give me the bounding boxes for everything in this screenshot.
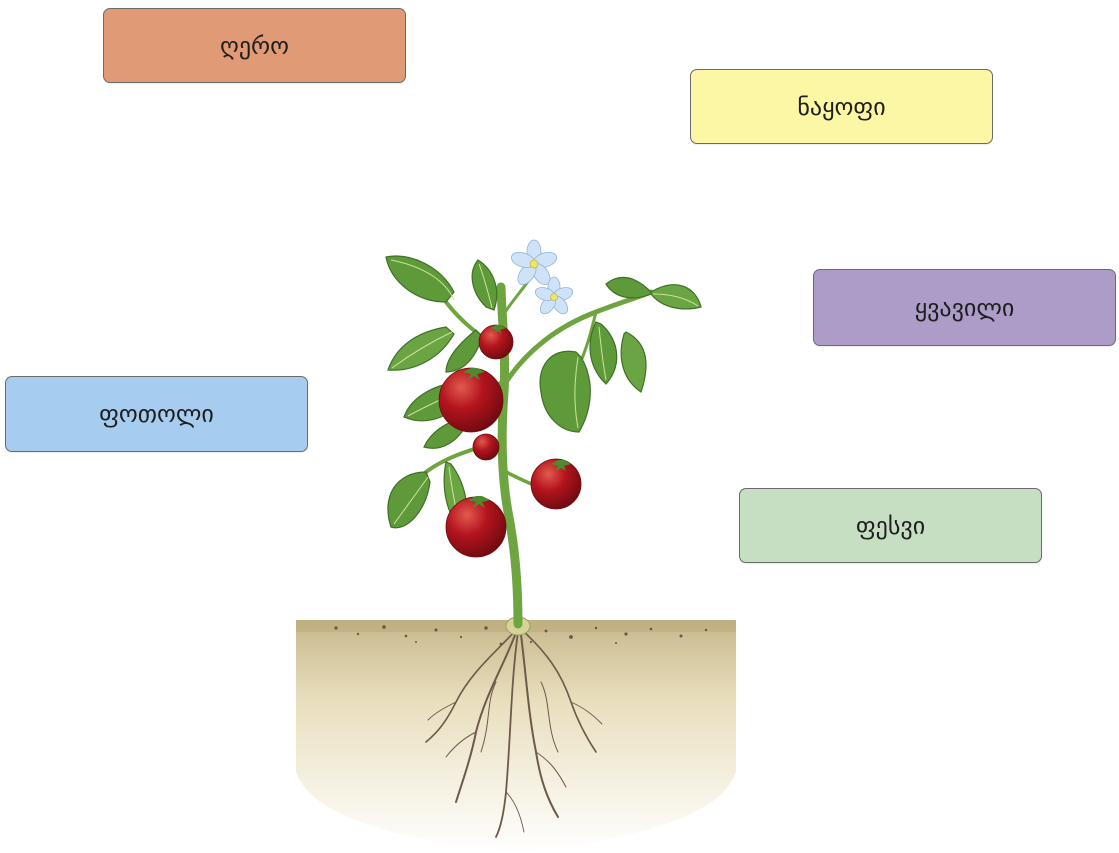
label-stem-card[interactable]: ღერო <box>103 8 406 83</box>
label-leaf-text: ფოთოლი <box>99 400 214 428</box>
label-stem-text: ღერო <box>219 31 290 60</box>
roots <box>425 626 603 838</box>
label-flower-text: ყვავილი <box>914 293 1015 322</box>
label-leaf-card[interactable]: ფოთოლი <box>5 376 308 452</box>
label-fruit-card[interactable]: ნაყოფი <box>690 69 993 144</box>
tomato-plant-illustration <box>296 239 736 853</box>
flowers <box>510 239 574 315</box>
main-stem <box>424 275 654 629</box>
tomato-calyxes <box>463 325 571 508</box>
label-flower-card[interactable]: ყვავილი <box>813 269 1116 346</box>
label-root-text: ფესვი <box>855 511 926 540</box>
label-root-card[interactable]: ფესვი <box>739 488 1042 563</box>
tomatoes <box>438 324 582 558</box>
label-fruit-text: ნაყოფი <box>797 92 886 121</box>
